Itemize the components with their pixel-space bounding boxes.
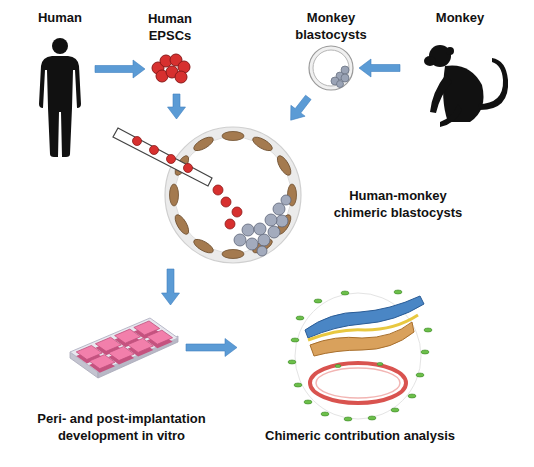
green-cell	[408, 394, 416, 398]
injected-cell	[232, 207, 242, 217]
human-head	[52, 38, 68, 54]
flow-arrow	[95, 60, 145, 78]
injected-cell	[184, 164, 193, 173]
stage-label: Chimeric contribution analysis	[240, 427, 480, 444]
icm-cell	[246, 238, 258, 250]
green-cell	[291, 338, 299, 342]
human-silhouette	[39, 38, 81, 157]
hypoblast-layer	[310, 322, 414, 356]
culture-well	[108, 346, 134, 360]
icm-cell	[254, 223, 266, 235]
culture-well	[128, 338, 154, 352]
flow-arrow	[291, 95, 311, 120]
stage-node: Chimeric contribution analysis	[285, 290, 435, 420]
icm-cell	[268, 226, 280, 238]
green-cell	[377, 363, 383, 366]
culture-slide	[70, 318, 178, 378]
culture-well	[89, 355, 115, 369]
icm-cell	[258, 234, 270, 246]
icm-cell	[242, 224, 254, 236]
stage-label: Human EPSCs	[139, 10, 201, 44]
flow-arrow	[186, 339, 237, 357]
green-cell	[294, 383, 302, 387]
monkey-ear	[446, 47, 454, 55]
green-cell	[368, 416, 376, 420]
green-cell	[288, 360, 296, 364]
injected-cell	[213, 185, 223, 195]
trophectoderm-cell	[170, 184, 179, 206]
slide-top	[70, 318, 178, 372]
injected-cell	[221, 197, 231, 207]
green-cell	[344, 417, 352, 421]
green-cell	[296, 316, 304, 320]
injection-pipette	[113, 128, 212, 186]
epsc-cluster	[152, 54, 190, 83]
flow-arrow	[359, 59, 400, 77]
green-cell	[341, 291, 349, 295]
trophectoderm-cell	[251, 135, 275, 154]
culture-well	[147, 330, 173, 344]
green-cell	[314, 299, 322, 303]
stage-node: Human EPSCs	[150, 52, 190, 86]
trophectoderm-cell	[222, 250, 244, 259]
trophectoderm-ring	[313, 50, 349, 86]
trophectoderm-cell	[192, 237, 216, 256]
green-cell	[421, 350, 429, 354]
green-cell	[304, 400, 312, 404]
stage-node: Peri- and post-implantation development …	[65, 315, 178, 380]
chimeric-blastocyst	[113, 127, 301, 263]
stage-label: Monkey	[420, 9, 500, 26]
icm-cell	[337, 81, 344, 88]
monkey-leg	[440, 104, 462, 127]
stage-label: Monkey blastocysts	[286, 9, 376, 43]
flow-arrow	[168, 94, 186, 119]
trophectoderm-cell	[173, 213, 192, 237]
flow-arrow	[162, 269, 180, 305]
stage-label: Human-monkey chimeric blastocysts	[328, 187, 468, 221]
stage-node: Human	[30, 38, 90, 156]
green-cell	[335, 365, 341, 368]
green-cell	[391, 408, 399, 412]
embryo-section	[288, 290, 432, 421]
monkey-arm	[430, 74, 452, 113]
stage-label: Peri- and post-implantation development …	[24, 410, 219, 444]
icm-cell	[234, 234, 246, 246]
green-cell	[394, 290, 402, 294]
injected-cell	[167, 155, 176, 164]
monkey-silhouette	[424, 45, 508, 127]
yolk-sac	[310, 363, 406, 403]
icm-cell	[281, 195, 291, 205]
monkey-tail	[478, 58, 508, 110]
green-cell	[424, 328, 432, 332]
stage-node: Monkey	[405, 40, 515, 130]
icm-cell	[273, 203, 285, 215]
trophectoderm-cell	[222, 132, 244, 141]
injected-cell	[225, 219, 235, 229]
icm-cell	[265, 214, 277, 226]
yolk-sac-inner	[316, 368, 400, 398]
monkey-blastocyst	[309, 46, 353, 90]
green-cell	[321, 412, 329, 416]
green-cell	[416, 373, 424, 377]
blastocoel	[175, 137, 291, 253]
human-body	[39, 56, 81, 157]
injected-cell	[150, 146, 159, 155]
icm-cell	[341, 66, 349, 74]
injected-cell	[133, 137, 142, 146]
epsc-cell	[175, 71, 187, 83]
icm-cell	[257, 246, 267, 256]
zona-pellucida	[165, 127, 301, 263]
stage-node: Human-monkey chimeric blastocysts	[163, 125, 303, 265]
stage-label: Human	[20, 9, 100, 26]
stage-node: Monkey blastocysts	[308, 45, 354, 91]
icm-cell	[276, 215, 288, 227]
zona-pellucida	[309, 46, 353, 90]
trophectoderm-cell	[192, 135, 216, 154]
monkey-muzzle	[424, 56, 436, 66]
trophectoderm-cell	[275, 154, 294, 178]
monkey-body	[443, 65, 483, 122]
